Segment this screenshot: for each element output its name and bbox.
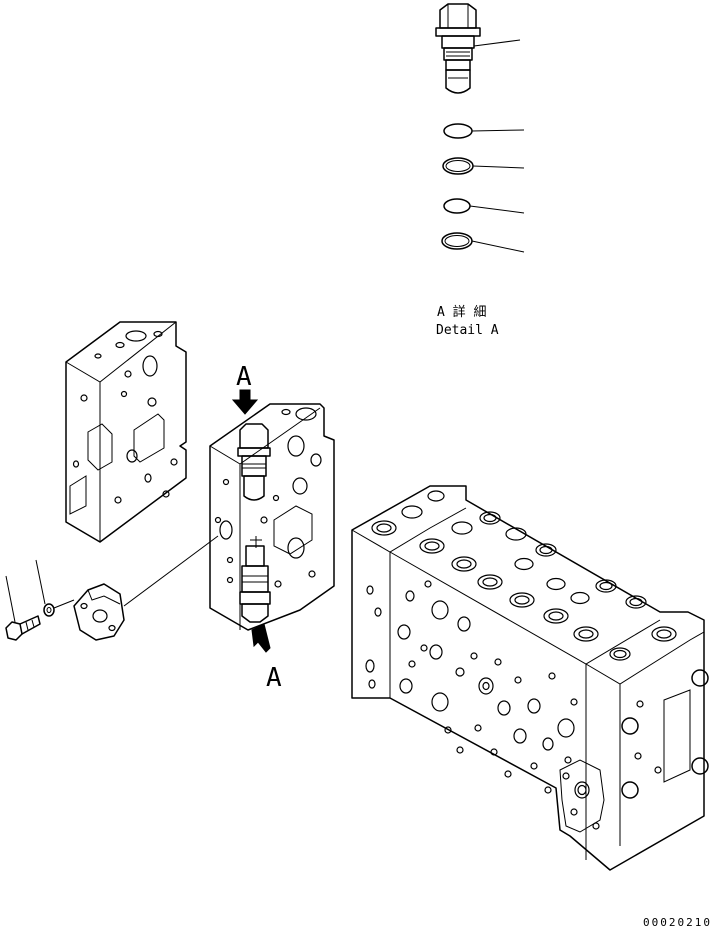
leader-washer: [35, 559, 46, 605]
detail-o-ring-1: [443, 123, 473, 139]
drawing-number: 00020210: [643, 916, 712, 929]
detail-a-group: A 詳 細 Detail A: [435, 3, 525, 338]
main-valve-block: [351, 485, 709, 871]
leader-bolt: [5, 575, 16, 623]
assembly-line-cover: [123, 535, 219, 607]
view-marker-top: A: [236, 362, 252, 392]
cover-plate: [73, 583, 125, 641]
detail-title-en: Detail A: [436, 323, 499, 338]
view-arrow-bottom: [251, 623, 271, 653]
detail-o-ring-2: [443, 198, 471, 214]
installed-cartridge-top: [237, 423, 271, 501]
bolt: [5, 615, 41, 641]
washer: [43, 603, 55, 617]
installed-cartridge-bottom: [239, 545, 271, 623]
detail-valve-cartridge: [435, 3, 481, 94]
view-marker-bottom: A: [266, 663, 282, 693]
leader-backup-ring-2: [471, 240, 525, 253]
leader-o-ring-1: [471, 129, 525, 132]
center-valve-section: [209, 403, 335, 631]
view-arrow-top: [231, 389, 259, 415]
detail-title-jp: A 詳 細: [437, 304, 486, 320]
leader-cartridge: [473, 39, 521, 47]
leader-backup-ring-1: [472, 165, 525, 169]
rear-valve-section: [65, 321, 187, 543]
leader-o-ring-2: [469, 205, 525, 214]
